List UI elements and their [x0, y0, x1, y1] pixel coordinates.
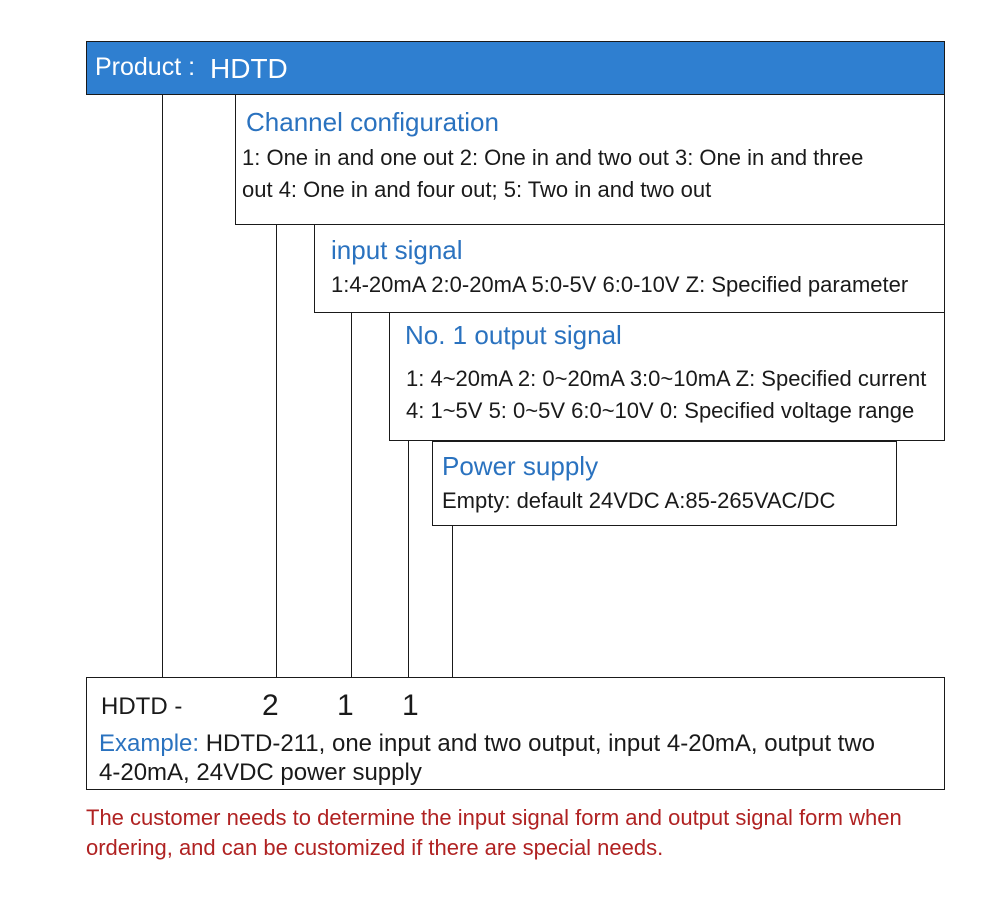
ordering-note-line2: ordering, and can be customized if there… [86, 835, 664, 860]
product-name: HDTD [210, 53, 288, 84]
model-code-digit-input: 1 [337, 689, 354, 722]
input-signal-line1: 1:4-20mA 2:0-20mA 5:0-5V 6:0-10V Z: Spec… [331, 272, 909, 297]
channel-configuration-box: Channel configuration 1: One in and one … [235, 94, 945, 225]
channel-configuration-line2: out 4: One in and four out; 5: Two in an… [242, 177, 712, 202]
model-code-box: HDTD - 2 1 1 Example: HDTD-211, one inpu… [86, 677, 945, 790]
product-label: Product : [95, 53, 196, 81]
connector-line-input [351, 312, 352, 677]
output-signal-line2: 4: 1~5V 5: 0~5V 6:0~10V 0: Specified vol… [406, 398, 915, 423]
input-signal-title: input signal [331, 235, 463, 265]
connector-line-product [162, 95, 163, 677]
connector-line-output [408, 440, 409, 677]
example-line2: 4-20mA, 24VDC power supply [99, 759, 422, 786]
model-code-digit-channel: 2 [262, 689, 279, 722]
input-signal-box: input signal 1:4-20mA 2:0-20mA 5:0-5V 6:… [314, 224, 945, 313]
output-signal-line1: 1: 4~20mA 2: 0~20mA 3:0~10mA Z: Specifie… [406, 366, 927, 391]
product-header: Product : HDTD [86, 41, 945, 95]
output-signal-title: No. 1 output signal [405, 320, 622, 350]
example-text: HDTD-211, one input and two output, inpu… [205, 730, 875, 757]
connector-line-channel [276, 224, 277, 677]
connector-line-power [452, 525, 453, 677]
model-code-prefix: HDTD - [101, 693, 183, 720]
power-supply-line1: Empty: default 24VDC A:85-265VAC/DC [442, 488, 836, 513]
channel-configuration-title: Channel configuration [246, 107, 499, 137]
power-supply-title: Power supply [442, 451, 599, 481]
example-line1: Example: HDTD-211, one input and two out… [99, 730, 875, 758]
power-supply-box: Power supply Empty: default 24VDC A:85-2… [432, 441, 897, 526]
example-label: Example: [99, 730, 200, 757]
ordering-note-line1: The customer needs to determine the inpu… [86, 805, 902, 830]
channel-configuration-line1: 1: One in and one out 2: One in and two … [242, 145, 864, 170]
model-code-digit-output: 1 [402, 689, 419, 722]
output-signal-box: No. 1 output signal 1: 4~20mA 2: 0~20mA … [389, 312, 945, 441]
